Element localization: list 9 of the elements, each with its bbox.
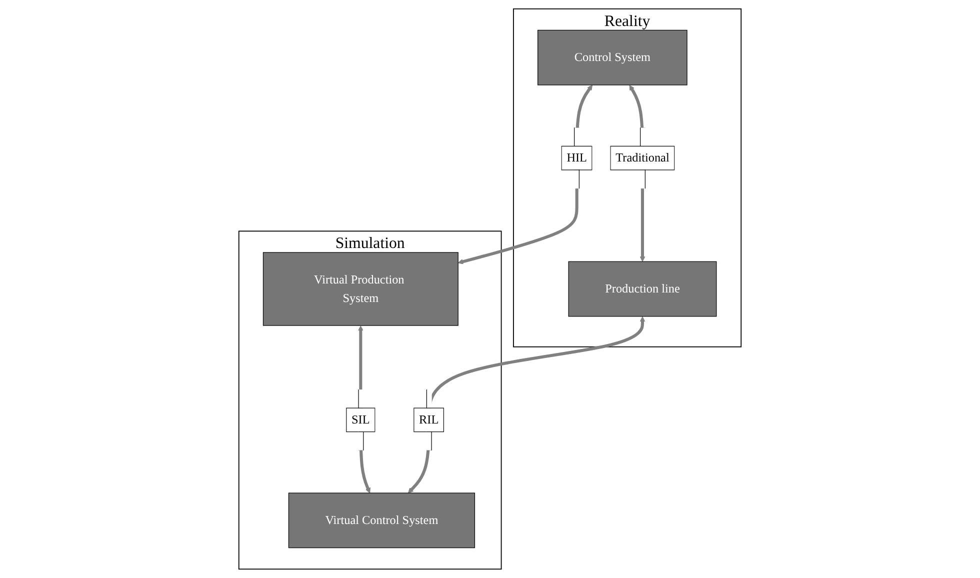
edge-label: SIL xyxy=(352,413,370,427)
node-box: Control System xyxy=(538,30,688,86)
edge-label: RIL xyxy=(419,413,439,427)
node-box: Production line xyxy=(568,261,717,317)
node-box: Virtual Production System xyxy=(262,252,458,326)
edge-label: Traditional xyxy=(616,151,670,165)
arrow xyxy=(408,316,646,494)
node-box: Virtual Control System xyxy=(288,492,476,548)
edge-label: HIL xyxy=(566,151,587,165)
